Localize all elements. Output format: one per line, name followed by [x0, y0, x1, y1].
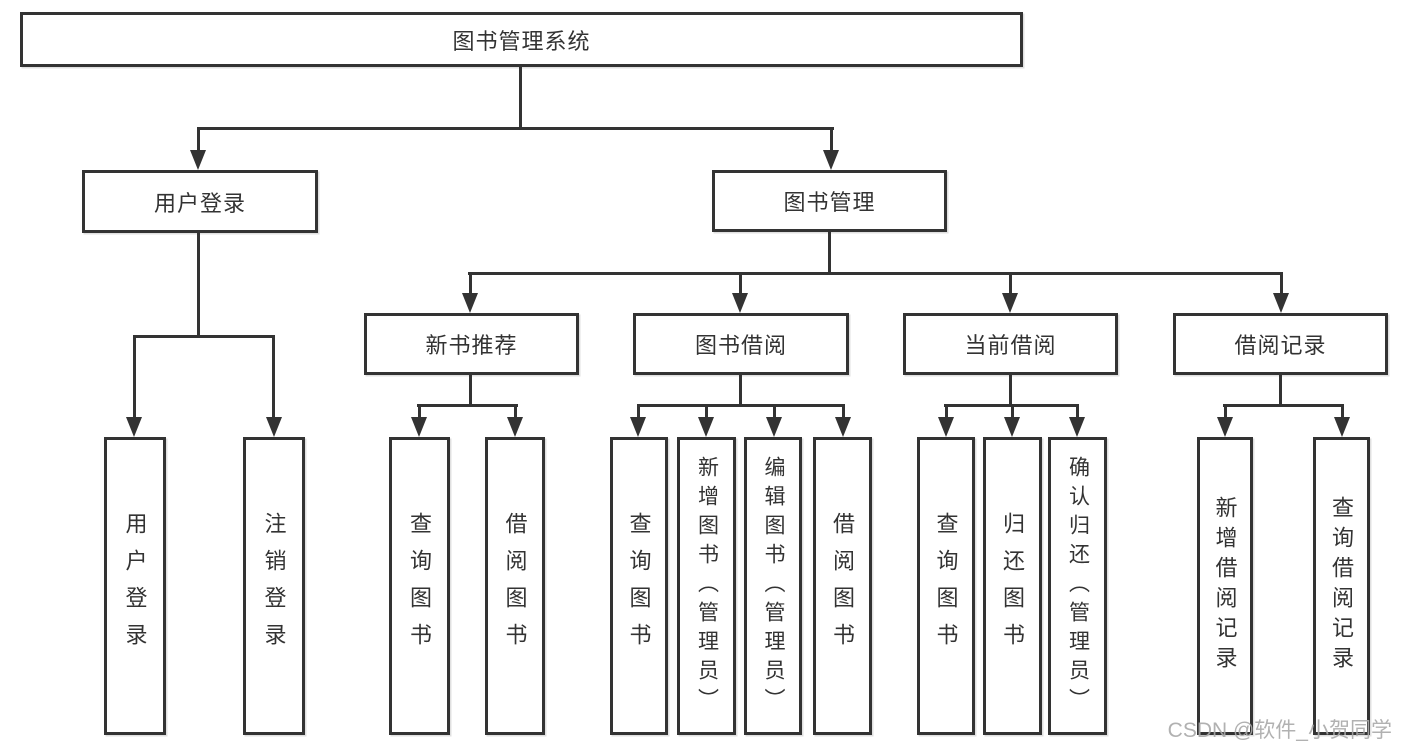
connector-line [197, 127, 834, 130]
connector-line [773, 404, 776, 421]
node-current-borrowing: 当前借阅 [903, 313, 1118, 375]
leaf-confirm-return-admin-label: 确认归还（管理员） [1066, 455, 1090, 717]
leaf-add-borrow-record: 新增借阅记录 [1197, 437, 1253, 735]
node-book-management: 图书管理 [712, 170, 947, 232]
node-book-borrowing: 图书借阅 [633, 313, 849, 375]
connector-line [739, 375, 742, 406]
arrowhead-icon [411, 417, 427, 437]
node-current-borrowing-label: 当前借阅 [964, 333, 1057, 358]
leaf-logout: 注销登录 [243, 437, 305, 735]
leaf-add-book-admin-label: 新增图书（管理员） [695, 455, 719, 717]
arrowhead-icon [266, 417, 282, 437]
leaf-confirm-return-admin: 确认归还（管理员） [1048, 437, 1107, 735]
connector-line [1279, 375, 1282, 406]
leaf-add-borrow-record-label: 新增借阅记录 [1212, 496, 1238, 676]
connector-line [739, 272, 742, 295]
leaf-logout-label: 注销登录 [261, 512, 287, 660]
leaf-borrow-book: 借阅图书 [813, 437, 872, 735]
node-library-system: 图书管理系统 [20, 12, 1023, 67]
connector-line [1224, 404, 1227, 421]
arrowhead-icon [462, 293, 478, 313]
leaf-query-book-borrowing-label: 查询图书 [626, 512, 652, 660]
leaf-return-book-label: 归还图书 [1000, 512, 1026, 660]
leaf-borrow-book-recommend-label: 借阅图书 [502, 512, 528, 660]
node-book-management-label: 图书管理 [783, 190, 876, 215]
node-user-login: 用户登录 [82, 170, 318, 233]
node-book-borrowing-label: 图书借阅 [694, 333, 787, 358]
arrowhead-icon [630, 417, 646, 437]
arrowhead-icon [766, 417, 782, 437]
arrowhead-icon [1004, 417, 1020, 437]
connector-line [828, 232, 831, 274]
arrowhead-icon [823, 150, 839, 170]
connector-line [418, 404, 421, 421]
connector-line [830, 127, 833, 153]
arrowhead-icon [698, 417, 714, 437]
node-user-login-label: 用户登录 [153, 190, 246, 216]
connector-line [1009, 375, 1012, 406]
leaf-query-book-current-label: 查询图书 [933, 512, 959, 660]
arrowhead-icon [1002, 293, 1018, 313]
connector-line [519, 67, 522, 129]
connector-line [1009, 272, 1012, 295]
leaf-edit-book-admin-label: 编辑图书（管理员） [762, 455, 786, 717]
arrowhead-icon [190, 150, 206, 170]
leaf-query-book-borrowing: 查询图书 [610, 437, 668, 735]
leaf-add-book-admin: 新增图书（管理员） [677, 437, 736, 735]
leaf-query-borrow-record-label: 查询借阅记录 [1329, 496, 1355, 676]
connector-line [469, 375, 472, 406]
arrowhead-icon [1273, 293, 1289, 313]
node-new-book-recommend-label: 新书推荐 [425, 333, 518, 358]
arrowhead-icon [938, 417, 954, 437]
node-new-book-recommend: 新书推荐 [364, 313, 579, 375]
arrowhead-icon [126, 417, 142, 437]
leaf-return-book: 归还图书 [983, 437, 1042, 735]
leaf-borrow-book-recommend: 借阅图书 [485, 437, 545, 735]
leaf-query-book-recommend-label: 查询图书 [407, 512, 433, 660]
leaf-query-book-recommend: 查询图书 [389, 437, 450, 735]
connector-line [468, 272, 1282, 275]
node-borrowing-records: 借阅记录 [1173, 313, 1388, 375]
connector-line [133, 335, 275, 338]
connector-line [705, 404, 708, 421]
connector-line [417, 404, 518, 407]
connector-line [945, 404, 948, 421]
arrowhead-icon [1334, 417, 1350, 437]
connector-line [197, 233, 200, 337]
watermark: CSDN @软件_小贺同学 [1167, 719, 1392, 742]
connector-line [197, 127, 200, 153]
connector-line [637, 404, 640, 421]
arrowhead-icon [1217, 417, 1233, 437]
connector-line [1223, 404, 1344, 407]
connector-line [133, 335, 136, 419]
connector-line [842, 404, 845, 421]
leaf-user-login: 用户登录 [104, 437, 166, 735]
leaf-user-login-label: 用户登录 [122, 512, 148, 660]
connector-line [637, 404, 845, 407]
leaf-borrow-book-label: 借阅图书 [830, 512, 856, 660]
arrowhead-icon [835, 417, 851, 437]
connector-line [1280, 272, 1283, 295]
connector-line [1011, 404, 1014, 421]
leaf-query-book-current: 查询图书 [917, 437, 975, 735]
leaf-edit-book-admin: 编辑图书（管理员） [744, 437, 802, 735]
node-borrowing-records-label: 借阅记录 [1234, 333, 1327, 358]
connector-line [1076, 404, 1079, 421]
node-library-system-label: 图书管理系统 [452, 28, 591, 54]
arrowhead-icon [507, 417, 523, 437]
connector-line [1341, 404, 1344, 421]
arrowhead-icon [732, 293, 748, 313]
arrowhead-icon [1069, 417, 1085, 437]
leaf-query-borrow-record: 查询借阅记录 [1313, 437, 1370, 735]
connector-line [469, 272, 472, 295]
connector-line [514, 404, 517, 421]
connector-line [272, 335, 275, 419]
